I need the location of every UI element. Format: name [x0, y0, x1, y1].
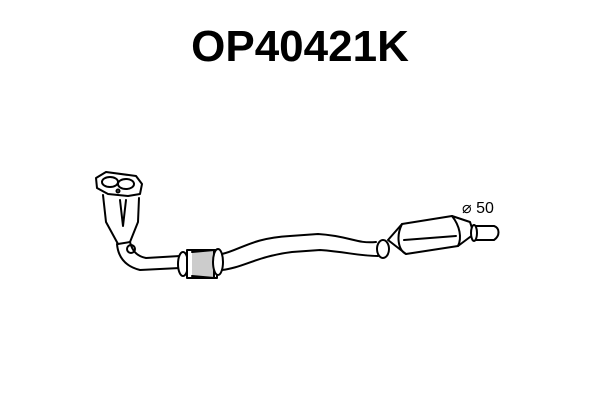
outlet-pipe-icon	[470, 224, 500, 242]
intermediate-pipe-icon	[221, 233, 379, 271]
catalytic-converter-icon	[376, 215, 475, 259]
part-number-title: OP40421K	[191, 22, 409, 71]
manifold-flange-icon	[95, 171, 143, 197]
diameter-label: ⌀ 50	[462, 200, 494, 217]
downpipe-icon	[102, 194, 181, 271]
flex-joint-icon	[177, 248, 224, 279]
